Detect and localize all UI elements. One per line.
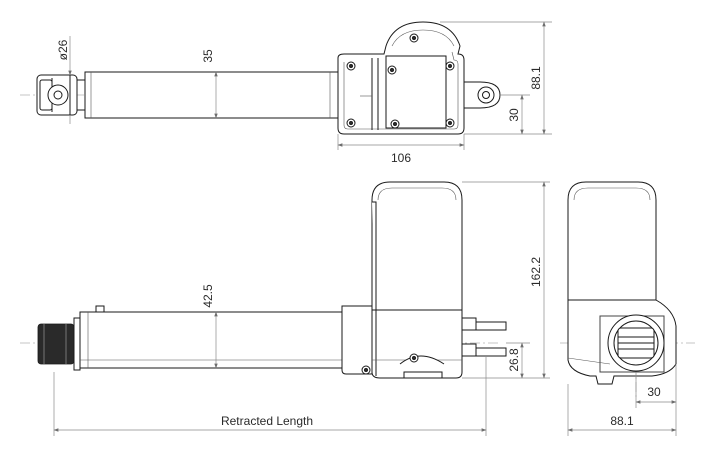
- dim-top-rod-diameter: ø26: [56, 39, 70, 60]
- side-motor: [567, 181, 657, 301]
- dim-side-width: 88.1: [610, 414, 634, 428]
- top-tube: [84, 71, 339, 119]
- dim-top-eye-offset: 30: [507, 108, 521, 122]
- front-dimensions: 42.5 162.2 26.8 Retracted Length: [53, 181, 550, 436]
- front-rod-end: [37, 317, 81, 371]
- dim-retracted-length: Retracted Length: [221, 414, 313, 428]
- side-dimensions: 30 88.1: [567, 364, 677, 436]
- front-housing: [341, 181, 463, 379]
- top-view: [20, 21, 501, 135]
- dim-side-offset: 30: [647, 385, 661, 399]
- top-rear-eye: [463, 81, 501, 109]
- dim-top-width: 106: [391, 151, 411, 165]
- top-rod-end: [36, 74, 85, 116]
- dim-front-rod-height: 42.5: [201, 284, 215, 308]
- front-tube: [79, 305, 343, 369]
- dim-top-rod-height: 35: [201, 49, 215, 63]
- dim-top-height: 88.1: [529, 66, 543, 90]
- top-dimensions: ø26 35 88.1 30 106: [56, 21, 552, 165]
- side-view: [560, 181, 695, 400]
- side-gearbox: [567, 299, 677, 385]
- front-rear-bracket: [461, 317, 507, 357]
- dim-front-bracket-offset: 26.8: [507, 348, 521, 372]
- dim-front-total-height: 162.2: [529, 257, 543, 287]
- top-gearbox: [337, 21, 465, 135]
- front-view: [20, 181, 507, 379]
